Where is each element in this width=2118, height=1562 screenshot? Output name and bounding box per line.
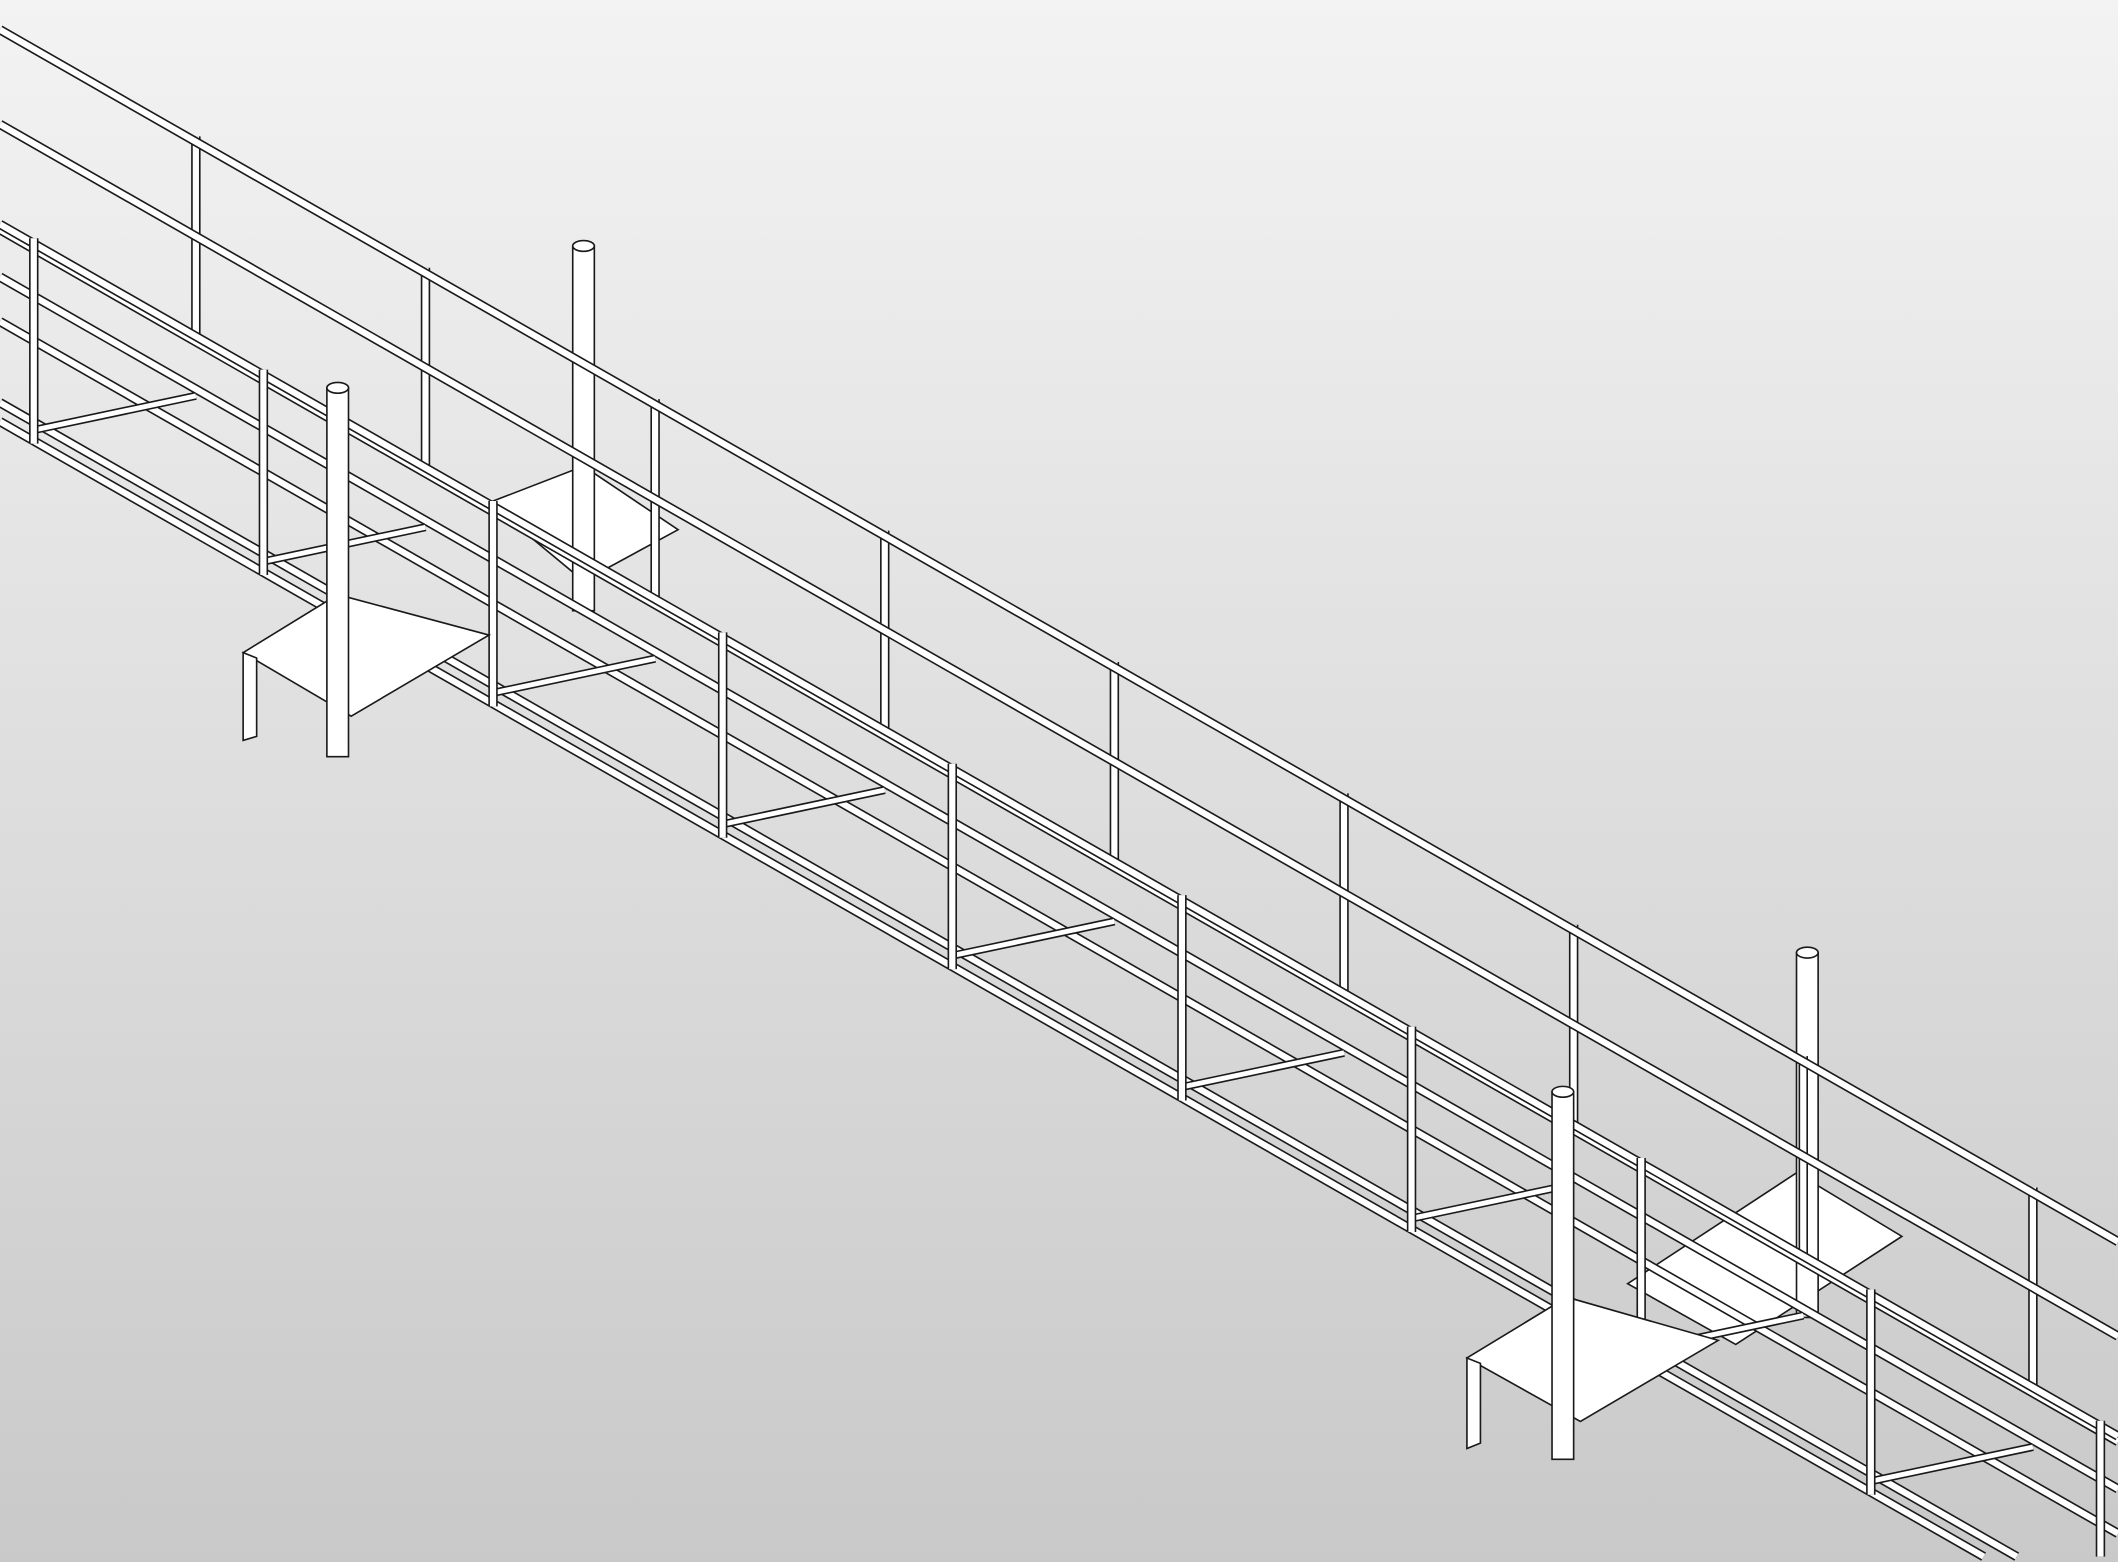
- threaded-rod-cap: [571, 239, 596, 253]
- cross-member-fill: [1181, 1050, 1345, 1090]
- cross-member-fill: [1870, 1444, 2034, 1484]
- support-flange: [1466, 1356, 1482, 1450]
- cross-member-fill: [33, 393, 197, 433]
- support-plate: [1465, 1296, 1721, 1423]
- cross-member-fill: [1411, 1181, 1575, 1221]
- threaded-rod-cap: [326, 381, 350, 395]
- tray-floor-rail-fill: [0, 274, 2118, 1492]
- cross-member-fill: [722, 787, 886, 827]
- support-group-front: [241, 381, 1721, 1461]
- far-mid-rail-fill: [0, 121, 2118, 1339]
- cable-tray: [0, 25, 2118, 1561]
- threaded-rod-cap: [1551, 1085, 1575, 1098]
- threaded-rod-cap: [1795, 946, 1819, 959]
- cross-member-fill: [492, 656, 656, 696]
- cross-member-fill: [951, 919, 1115, 959]
- near-mid-rail-fill: [0, 318, 2118, 1537]
- threaded-rod: [1551, 1090, 1575, 1461]
- model-frame: [0, 25, 2118, 1561]
- support-plate: [1626, 1171, 1904, 1346]
- far-top-rail-fill: [0, 27, 2118, 1245]
- near-top-rail-fill: [0, 221, 2118, 1439]
- support-flange: [242, 651, 258, 742]
- support-plate: [241, 593, 492, 718]
- threaded-rod: [326, 386, 350, 758]
